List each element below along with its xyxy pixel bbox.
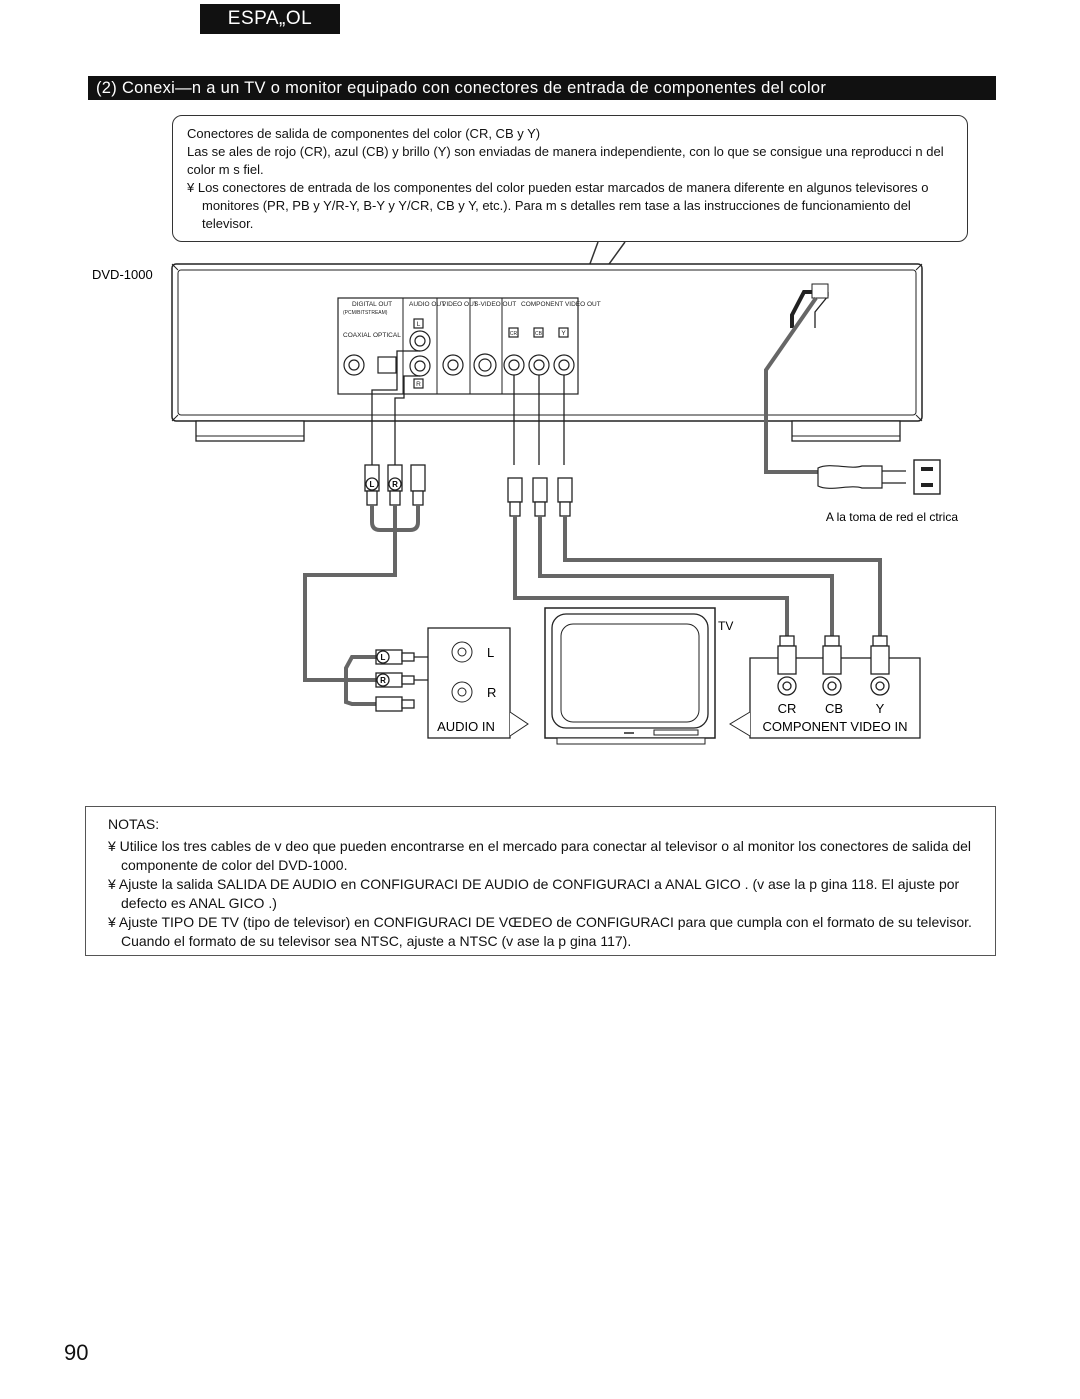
tv-set — [544, 607, 716, 745]
jack-y-label: Y — [561, 330, 566, 337]
notes-title: NOTAS: — [108, 816, 160, 832]
jack-r-label: R — [416, 381, 421, 388]
component-in-cr: CR — [778, 701, 797, 716]
note-item: ¥ Ajuste la salida SALIDA DE AUDIO en CO… — [108, 876, 960, 911]
power-caption: A la toma de red el ctrica — [826, 510, 958, 524]
power-cord — [764, 283, 941, 495]
component-in-cb: CB — [825, 701, 843, 716]
audio-in-panel — [427, 627, 529, 739]
page-number: 90 — [64, 1340, 89, 1365]
audio-plug-r-label: R — [380, 676, 386, 685]
callout-heading: Conectores de salida de componentes del … — [187, 126, 541, 141]
label-s-video-out: S-VIDEO OUT — [474, 301, 516, 308]
jack-l-label: L — [417, 321, 421, 328]
jack-cb-label: CB — [535, 331, 543, 337]
label-optical: OPTICAL — [373, 332, 401, 339]
audio-plug-l-label: L — [381, 653, 386, 662]
tv-label: TV — [718, 619, 733, 633]
label-digital-out: DIGITAL OUT — [352, 301, 392, 308]
section-title: (2) Conexi—n a un TV o monitor equipado … — [88, 76, 996, 100]
component-connectors-callout: Conectores de salida de componentes del … — [172, 115, 968, 242]
component-in-label: COMPONENT VIDEO IN — [763, 719, 908, 734]
audio-in-label: AUDIO IN — [437, 719, 495, 734]
audio-in-l: L — [487, 645, 494, 660]
callout-body: Las se ales de rojo (CR), azul (CB) y br… — [187, 144, 944, 177]
note-item: ¥ Ajuste TIPO DE TV (tipo de televisor) … — [108, 914, 972, 949]
plug-r-label: R — [392, 480, 398, 489]
dvd-player-rear — [171, 263, 923, 442]
label-component-video-out: COMPONENT VIDEO OUT — [521, 301, 601, 308]
label-audio-out: AUDIO OUT — [409, 301, 445, 308]
device-label: DVD-1000 — [92, 267, 153, 282]
jack-cr-label: CR — [510, 331, 518, 337]
label-coaxial: COAXIAL — [343, 332, 372, 339]
audio-in-r: R — [487, 685, 496, 700]
component-in-y: Y — [876, 701, 885, 716]
label-video-out: VIDEO OUT — [442, 301, 478, 308]
language-tab: ESPA„OL — [200, 4, 340, 34]
connection-diagram: DVD-1000 DIGITAL OUT (PCM/BITSTREAM) COA… — [92, 241, 958, 745]
callout-bullet: ¥ Los conectores de entrada de los compo… — [187, 180, 929, 231]
note-item: ¥ Utilice los tres cables de v deo que p… — [108, 838, 972, 873]
notes-box: NOTAS: ¥ Utilice los tres cables de v de… — [85, 806, 996, 956]
plug-l-label: L — [370, 480, 375, 489]
label-pcm: (PCM/BITSTREAM) — [343, 310, 388, 316]
